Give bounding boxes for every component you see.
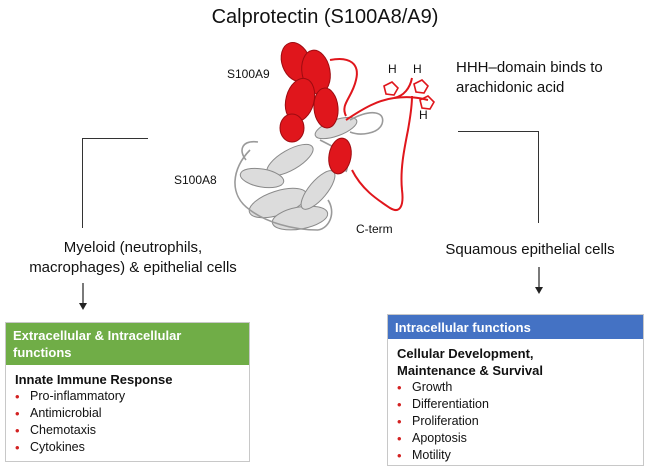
right-box-list: GrowthDifferentiationProliferationApopto… [388, 379, 643, 464]
intracellular-functions-header: Intracellular functions [388, 315, 643, 339]
list-item: Apoptosis [397, 430, 643, 447]
hhh-note-line2: arachidonic acid [456, 79, 565, 96]
left-connector-vertical [82, 138, 83, 228]
right-connector-vertical [538, 131, 539, 223]
left-box-header-line1: Extracellular & Intracellular [13, 328, 182, 343]
extracellular-functions-box: Extracellular & Intracellular functions … [5, 322, 250, 462]
s100a9-ribbon [279, 42, 352, 175]
cellular-development-subtitle-line1: Cellular Development, [397, 346, 534, 361]
left-box-header-line2: functions [13, 345, 72, 360]
left-branch-label: Myeloid (neutrophils, macrophages) & epi… [8, 238, 258, 278]
down-arrow-icon [79, 283, 87, 310]
right-branch-label: Squamous epithelial cells [420, 240, 640, 260]
list-item: Chemotaxis [15, 422, 249, 439]
list-item: Antimicrobial [15, 405, 249, 422]
extracellular-functions-header: Extracellular & Intracellular functions [6, 323, 249, 365]
list-item: Growth [397, 379, 643, 396]
histidine-ring-icon [383, 79, 435, 110]
histidine-label-3: H [419, 108, 428, 122]
list-item: Proliferation [397, 413, 643, 430]
s100a8-ribbon [239, 116, 358, 231]
list-item: Differentiation [397, 396, 643, 413]
hhh-domain-note: HHH–domain binds to arachidonic acid [456, 58, 646, 98]
list-item: Cytokines [15, 439, 249, 456]
c-term-label: C-term [356, 222, 393, 236]
left-branch-line2: macrophages) & epithelial cells [29, 259, 237, 276]
s100a9-label: S100A9 [227, 67, 270, 81]
histidine-label-2: H [413, 62, 422, 76]
list-item: Pro-inflammatory [15, 388, 249, 405]
intracellular-functions-box: Intracellular functions Cellular Develop… [387, 314, 644, 466]
histidine-label-1: H [388, 62, 397, 76]
cellular-development-subtitle-line2: Maintenance & Survival [397, 363, 543, 378]
list-item: Motility [397, 447, 643, 464]
hhh-note-line1: HHH–domain binds to [456, 59, 603, 76]
diagram-title: Calprotectin (S100A8/A9) [211, 6, 439, 28]
left-branch-line1: Myeloid (neutrophils, [63, 239, 203, 256]
left-connector-horizontal [82, 138, 148, 139]
innate-immune-response-subtitle: Innate Immune Response [15, 372, 173, 387]
right-connector-horizontal [458, 131, 538, 132]
right-box-header: Intracellular functions [395, 320, 531, 335]
down-arrow-icon [535, 267, 543, 294]
left-box-list: Pro-inflammatoryAntimicrobialChemotaxisC… [6, 388, 249, 456]
s100a8-label: S100A8 [174, 173, 217, 187]
right-branch-line1: Squamous epithelial cells [445, 241, 615, 258]
